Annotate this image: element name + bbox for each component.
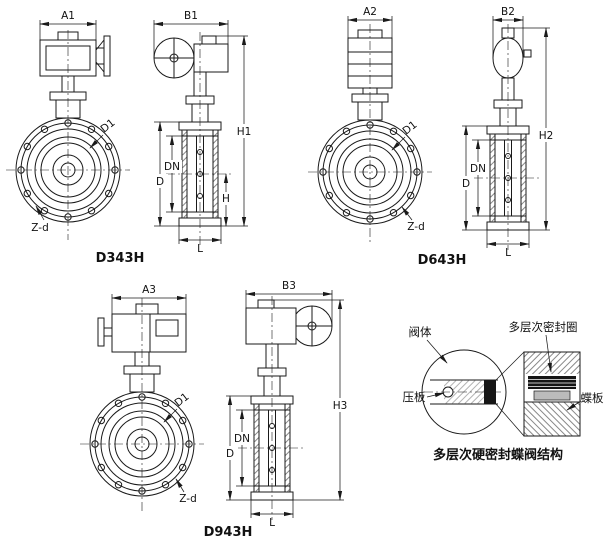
d343h-front-view bbox=[5, 30, 131, 240]
dim-label-l: L bbox=[197, 243, 203, 255]
detail-pressure-plate-section bbox=[533, 390, 571, 401]
dim-label-a1: A1 bbox=[61, 10, 75, 22]
dim-label-b2: B2 bbox=[501, 6, 515, 18]
d943h-handwheel-face bbox=[291, 305, 333, 347]
dim-label-a2: A2 bbox=[363, 6, 377, 18]
dim-label-h1: H1 bbox=[237, 126, 252, 138]
dim-label-dn: DN bbox=[470, 163, 486, 175]
d343h-handwheel-side bbox=[95, 35, 111, 77]
dim-label-d1: D1 bbox=[400, 119, 419, 138]
detail-projection-line-bottom bbox=[495, 403, 525, 437]
d643h-dimensions: A2 B2 H2 D DN L Z-d D1 bbox=[347, 6, 557, 259]
d643h-front-view bbox=[307, 24, 433, 242]
callout-seal-ring: 多层次密封圈 bbox=[509, 320, 578, 334]
dim-label-b3: B3 bbox=[282, 280, 296, 292]
d343h-handwheel-face bbox=[153, 37, 195, 79]
callout-disc: 蝶板 bbox=[581, 391, 604, 405]
detail-seal-zone bbox=[484, 380, 496, 404]
d643h-side-view bbox=[473, 24, 543, 250]
callout-valve-body: 阀体 bbox=[409, 325, 432, 339]
model-label-d343h: D343H bbox=[96, 251, 145, 266]
model-label-d643h: D643H bbox=[418, 253, 467, 268]
dim-label-h: H bbox=[222, 193, 230, 205]
d343h-dimensions: A1 B1 H1 D DN H L Z-d D1 bbox=[31, 10, 255, 255]
d343h-side-view bbox=[153, 32, 235, 246]
model-label-d943h: D943H bbox=[204, 525, 253, 540]
figure-seal-detail: 阀体 多层次密封圈 压板 蝶板 多层次硬密封蝶阀结构 bbox=[403, 320, 604, 463]
figure-d643h: A2 B2 H2 D DN L Z-d D1 D643H bbox=[307, 6, 557, 268]
dim-label-dn: DN bbox=[234, 433, 250, 445]
dim-label-d: D bbox=[156, 176, 164, 188]
callout-pressure-plate: 压板 bbox=[403, 390, 426, 404]
detail-seal-rings bbox=[528, 376, 576, 389]
dim-label-d1: D1 bbox=[98, 117, 117, 136]
d643h-stem-side bbox=[493, 77, 523, 127]
figure-d343h: A1 B1 H1 D DN H L Z-d D1 bbox=[5, 10, 255, 266]
d943h-electric-actuator bbox=[97, 303, 187, 353]
detail-caption: 多层次硬密封蝶阀结构 bbox=[433, 447, 563, 463]
dim-label-zd: Z-d bbox=[31, 222, 48, 234]
dim-label-dn: DN bbox=[164, 161, 180, 173]
detail-zoom-box bbox=[523, 351, 581, 437]
dim-label-d1: D1 bbox=[172, 391, 191, 410]
detail-section-circle bbox=[421, 349, 507, 435]
d943h-dimensions: A3 B3 H3 D DN L Z-d D1 bbox=[111, 280, 351, 529]
d343h-gearbox-side bbox=[193, 35, 229, 73]
dim-label-l: L bbox=[269, 517, 275, 529]
dim-label-h2: H2 bbox=[539, 130, 554, 142]
dim-label-d: D bbox=[462, 178, 470, 190]
d643h-actuator-side bbox=[492, 27, 532, 79]
d943h-front-view bbox=[79, 298, 205, 514]
dim-label-d: D bbox=[226, 448, 234, 460]
d943h-side-view bbox=[237, 296, 333, 520]
dim-label-a3: A3 bbox=[142, 284, 156, 296]
dim-label-b1: B1 bbox=[184, 10, 198, 22]
dim-label-zd: Z-d bbox=[179, 493, 196, 505]
detail-valve-body-section bbox=[524, 352, 580, 374]
detail-callouts: 阀体 多层次密封圈 压板 蝶板 bbox=[403, 320, 604, 411]
dim-label-zd: Z-d bbox=[407, 221, 424, 233]
dim-label-h3: H3 bbox=[333, 400, 348, 412]
detail-projection-line-top bbox=[495, 351, 525, 381]
dim-label-l: L bbox=[505, 247, 511, 259]
figure-d943h: A3 B3 H3 D DN L Z-d D1 D943H bbox=[79, 280, 351, 540]
d943h-actuator-side bbox=[245, 299, 297, 345]
